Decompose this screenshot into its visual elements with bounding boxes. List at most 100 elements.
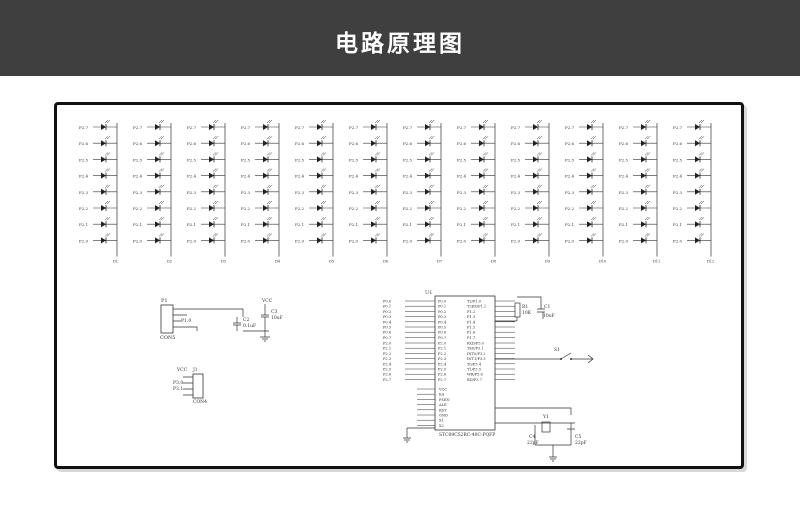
led-emit-icon <box>212 233 219 237</box>
cap-c2-value: 0.1uF <box>243 323 256 329</box>
led-emit-icon <box>590 152 597 156</box>
led-diode-icon <box>425 172 430 179</box>
led-emit-icon <box>158 168 165 172</box>
led-emit-icon <box>104 184 111 188</box>
reset-c-value: 10uF <box>543 313 555 319</box>
led-diode-icon <box>317 124 322 130</box>
led-emit-icon <box>158 233 165 237</box>
led-diode-icon <box>209 124 214 130</box>
led-emit-icon <box>590 233 597 237</box>
led-emit-icon <box>590 184 597 188</box>
led-emit-icon <box>320 217 327 221</box>
led-row-label: P2.0 <box>187 238 197 243</box>
mcu-pin-net: P0.7 <box>383 336 392 340</box>
led-row-label: P2.5 <box>619 157 629 162</box>
led-diode-icon <box>371 172 376 179</box>
header-p1-body <box>160 304 174 334</box>
mcu-pin-label: P0.3 <box>438 315 447 319</box>
led-diode-icon <box>101 205 106 211</box>
led-diode-icon <box>101 124 106 130</box>
led-diode-icon <box>155 205 160 211</box>
mcu-pin-label: P1.7 <box>467 336 476 340</box>
led-emit-icon <box>374 168 381 172</box>
led-row-label: P2.6 <box>457 141 467 146</box>
mcu-pin-label: P0.2 <box>438 310 446 314</box>
led-row-label: P2.7 <box>295 125 305 130</box>
led-emit-icon <box>320 200 327 205</box>
mcu-pin-label: GND <box>439 414 448 418</box>
switch-ref: S1 <box>554 347 560 353</box>
led-diode-icon <box>695 205 700 211</box>
led-diode-icon <box>317 205 322 211</box>
led-diode-icon <box>209 156 214 163</box>
led-diode-icon <box>371 156 376 163</box>
led-emit-icon <box>104 152 111 156</box>
led-emit-icon <box>104 217 111 221</box>
mcu-pin-label: P2.3 <box>438 357 447 361</box>
led-column-ref: D10 <box>599 260 606 264</box>
led-emit-icon <box>212 184 219 188</box>
led-diode-icon <box>317 221 322 228</box>
led-diode-icon <box>101 140 106 147</box>
switch-s1: S1 <box>495 347 594 364</box>
led-diode-icon <box>695 188 700 195</box>
led-emit-icon <box>320 119 327 124</box>
led-row-label: P2.2 <box>403 206 413 211</box>
mcu-pin-label: P2.4 <box>438 362 447 366</box>
led-diode-icon <box>371 124 376 130</box>
led-diode-icon <box>155 124 160 130</box>
led-row-label: P2.0 <box>565 238 575 243</box>
reset-circuit: R1 10K C1 10uF <box>495 296 555 322</box>
mcu-pin-net: P2.5 <box>383 368 392 372</box>
led-row-label: P2.0 <box>79 238 89 243</box>
mcu-pin-label: T2EX/P1.1 <box>467 305 486 309</box>
led-emit-icon <box>644 152 651 156</box>
led-emit-icon <box>590 200 597 205</box>
mcu-pin-label: P2.6 <box>438 373 447 377</box>
led-diode-icon <box>587 188 592 195</box>
led-emit-icon <box>482 152 489 156</box>
led-diode-icon <box>263 124 268 130</box>
led-row-label: P2.2 <box>133 206 143 211</box>
led-emit-icon <box>698 152 705 156</box>
reset-c-ref: C1 <box>544 304 550 310</box>
led-row-label: P2.3 <box>295 190 305 195</box>
led-diode-icon <box>101 156 106 163</box>
led-emit-icon <box>158 217 165 221</box>
mcu-pin-label: P2.5 <box>438 368 447 372</box>
led-row-label: P2.2 <box>187 206 197 211</box>
led-row-label: P2.2 <box>349 206 359 211</box>
led-emit-icon <box>590 217 597 221</box>
led-row-label: P2.4 <box>79 174 89 179</box>
led-emit-icon <box>212 217 219 221</box>
led-emit-icon <box>428 200 435 205</box>
led-row-label: P2.2 <box>241 206 251 211</box>
led-diode-icon <box>641 188 646 195</box>
led-row-label: P2.1 <box>457 222 466 227</box>
led-diode-icon <box>479 237 484 244</box>
led-row-label: P2.3 <box>133 190 143 195</box>
led-emit-icon <box>212 200 219 205</box>
led-emit-icon <box>536 136 543 140</box>
led-diode-icon <box>695 156 700 163</box>
led-emit-icon <box>266 233 273 237</box>
mcu-pin-label: P1.6 <box>467 331 476 335</box>
led-row-label: P2.2 <box>673 206 683 211</box>
led-column-ref: D6 <box>383 260 388 264</box>
led-diode-icon <box>425 140 430 147</box>
led-row-label: P2.4 <box>295 174 305 179</box>
led-diode-icon <box>209 140 214 147</box>
led-diode-icon <box>317 237 322 244</box>
led-diode-icon <box>533 124 538 130</box>
mcu-pin-label: ALE <box>438 403 447 407</box>
led-row-label: P2.1 <box>187 222 196 227</box>
led-diode-icon <box>587 172 592 179</box>
led-emit-icon <box>482 136 489 140</box>
led-emit-icon <box>644 200 651 205</box>
led-diode-icon <box>371 140 376 147</box>
mcu-pin-net: P0.6 <box>383 331 392 335</box>
led-emit-icon <box>212 168 219 172</box>
led-emit-icon <box>698 200 705 205</box>
led-diode-icon <box>155 237 160 244</box>
led-row-label: P2.3 <box>349 190 359 195</box>
